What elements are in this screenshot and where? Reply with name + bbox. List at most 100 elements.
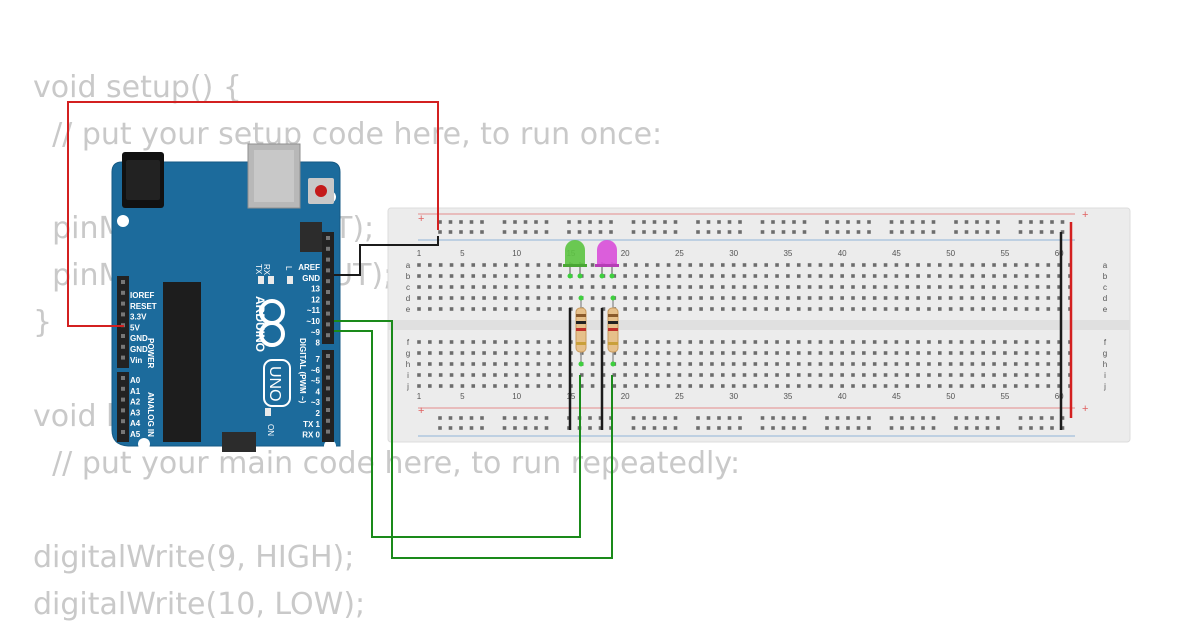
column-number: 30 xyxy=(729,249,738,258)
row-letter: d xyxy=(1103,294,1107,303)
resistor-2[interactable] xyxy=(607,295,619,367)
rail-hole xyxy=(792,416,796,420)
wire-gnd-to-rail[interactable] xyxy=(334,236,439,276)
breadboard-hole xyxy=(634,263,638,267)
breadboard-hole xyxy=(688,285,693,289)
breadboard-hole xyxy=(536,285,541,289)
breadboard-hole xyxy=(970,351,975,355)
breadboard-hole xyxy=(590,285,595,289)
pin-label: 8 xyxy=(316,339,321,348)
column-number: 10 xyxy=(512,392,521,401)
breadboard-hole xyxy=(753,263,758,267)
breadboard-hole xyxy=(590,274,595,278)
breadboard-hole xyxy=(1046,307,1051,311)
breadboard-hole xyxy=(883,296,888,300)
breadboard-hole xyxy=(417,263,421,267)
breadboard-hole xyxy=(840,351,844,355)
rail-hole xyxy=(1029,230,1033,234)
rail-hole xyxy=(523,220,528,224)
rail-hole xyxy=(663,416,667,420)
icsp-header-bottom xyxy=(222,432,256,452)
rail-hole xyxy=(513,220,517,224)
breadboard-hole xyxy=(992,351,996,355)
breadboard-hole xyxy=(1024,307,1029,311)
row-letter: f xyxy=(407,338,410,347)
pin-label: A3 xyxy=(130,408,141,417)
rail-hole xyxy=(1050,230,1054,234)
pin-label: A1 xyxy=(130,387,141,396)
breadboard-hole xyxy=(514,362,519,366)
breadboard-hole xyxy=(927,274,931,278)
rail-hole xyxy=(1050,416,1054,420)
breadboard-hole xyxy=(851,274,855,278)
breadboard-hole xyxy=(666,362,671,366)
rail-hole xyxy=(448,220,453,224)
rail-hole xyxy=(802,220,807,224)
breadboard-hole xyxy=(645,351,649,355)
breadboard-hole xyxy=(471,340,476,344)
breadboard-hole xyxy=(742,351,747,355)
arduino-board[interactable]: ARDUINO UNO DIGITAL (PWM ~) POWER ANALOG… xyxy=(111,143,341,452)
breadboard-hole xyxy=(959,351,964,355)
breadboard-hole xyxy=(775,373,779,377)
breadboard-hole xyxy=(1035,384,1040,388)
breadboard-hole xyxy=(807,296,812,300)
breadboard-hole xyxy=(688,263,693,267)
rail-hole xyxy=(1060,426,1065,430)
breadboard-hole xyxy=(547,373,551,377)
magenta-led[interactable] xyxy=(595,240,619,279)
breadboard-hole xyxy=(438,384,443,388)
breadboard-hole xyxy=(829,285,834,289)
breadboard-hole xyxy=(623,285,627,289)
breadboard-hole xyxy=(579,384,584,388)
breadboard-hole xyxy=(460,263,465,267)
breadboard-hole xyxy=(536,274,541,278)
rail-hole xyxy=(889,416,894,420)
breadboard-hole xyxy=(417,296,421,300)
breadboard-hole xyxy=(449,351,454,355)
breadboard-hole xyxy=(796,285,801,289)
breadboard-hole xyxy=(851,384,855,388)
breadboard-hole xyxy=(753,384,758,388)
wire-5v-to-rail[interactable] xyxy=(67,101,439,327)
breadboard-hole xyxy=(753,373,758,377)
breadboard-hole xyxy=(536,340,541,344)
breadboard-hole xyxy=(764,296,768,300)
digital-label: DIGITAL (PWM ~) xyxy=(298,338,307,404)
breadboard-hole xyxy=(417,384,421,388)
rail-hole xyxy=(760,426,765,430)
wire-pin9-to-resistor[interactable] xyxy=(334,330,581,538)
breadboard-hole xyxy=(959,384,964,388)
breadboard-hole xyxy=(807,285,812,289)
rail-hole xyxy=(727,220,732,224)
breadboard-hole xyxy=(905,296,910,300)
breadboard-hole xyxy=(677,384,682,388)
breadboard-hole xyxy=(1046,351,1051,355)
rail-hole xyxy=(598,220,603,224)
rail-hole xyxy=(534,220,538,224)
breadboard-hole xyxy=(862,285,866,289)
row-letter: e xyxy=(1103,305,1108,314)
breadboard-hole xyxy=(655,263,660,267)
wire-pin10-to-resistor[interactable] xyxy=(334,320,613,559)
breadboard-hole xyxy=(1035,362,1040,366)
breadboard-hole xyxy=(666,351,671,355)
breadboard-hole xyxy=(851,340,855,344)
column-number: 60 xyxy=(1055,392,1064,401)
header-pin xyxy=(121,419,125,424)
breadboard-hole xyxy=(731,351,736,355)
row-letter: a xyxy=(1103,261,1108,270)
header-pin xyxy=(121,344,125,349)
rail-hole xyxy=(438,416,442,420)
breadboard-hole xyxy=(721,384,725,388)
green-led[interactable] xyxy=(563,240,587,279)
breadboard-hole xyxy=(504,285,508,289)
rail-hole xyxy=(588,416,592,420)
header-pin xyxy=(326,246,330,251)
breadboard-hole xyxy=(1046,373,1051,377)
rail-plus-label: + xyxy=(1082,209,1088,221)
resistor-1[interactable] xyxy=(575,295,587,367)
breadboard[interactable]: + + + + 11551010151520202525303035354040… xyxy=(387,207,1131,443)
breadboard-hole xyxy=(894,351,899,355)
breadboard-hole xyxy=(645,263,649,267)
